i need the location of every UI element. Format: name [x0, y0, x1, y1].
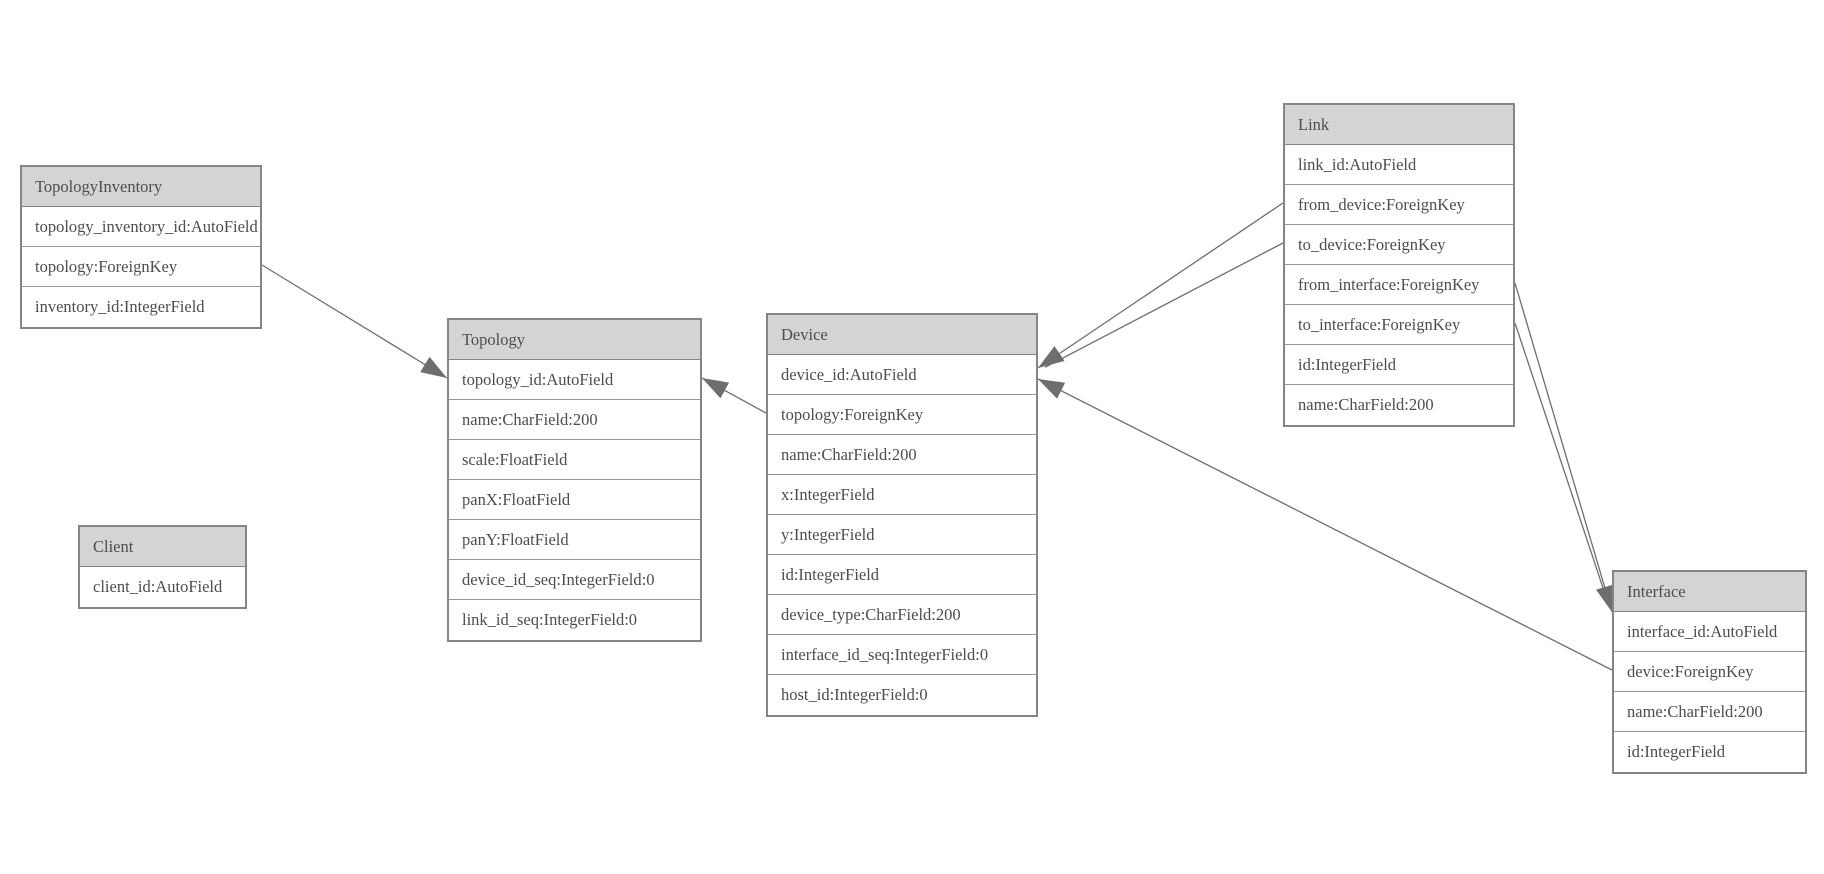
entity-field-row: client_id:AutoField: [80, 567, 245, 607]
relationship-line-link_to_device: [1044, 242, 1284, 368]
entity-field-row: name:CharField:200: [1614, 692, 1805, 732]
entity-header: Device: [768, 315, 1036, 355]
entity-field-row: name:CharField:200: [449, 400, 700, 440]
entity-field-row: device_id_seq:IntegerField:0: [449, 560, 700, 600]
entity-field-row: device_type:CharField:200: [768, 595, 1036, 635]
entity-header: Client: [80, 527, 245, 567]
relationship-line-link_from_device: [1037, 202, 1284, 369]
entity-field-row: from_interface:ForeignKey: [1285, 265, 1513, 305]
entity-field-row: panX:FloatField: [449, 480, 700, 520]
entity-field-row: name:CharField:200: [1285, 385, 1513, 425]
entity-header: TopologyInventory: [22, 167, 260, 207]
entity-field-row: topology:ForeignKey: [768, 395, 1036, 435]
entity-field-row: to_interface:ForeignKey: [1285, 305, 1513, 345]
entity-field-row: host_id:IntegerField:0: [768, 675, 1036, 715]
entity-field-row: scale:FloatField: [449, 440, 700, 480]
entity-field-row: interface_id_seq:IntegerField:0: [768, 635, 1036, 675]
entity-field-row: interface_id:AutoField: [1614, 612, 1805, 652]
entity-field-row: link_id_seq:IntegerField:0: [449, 600, 700, 640]
entity-field-row: id:IntegerField: [768, 555, 1036, 595]
relationship-line-link_to_interface: [1514, 322, 1611, 608]
relationship-line-device_topology: [701, 377, 767, 414]
entity-field-row: panY:FloatField: [449, 520, 700, 560]
entity-field-row: topology:ForeignKey: [22, 247, 260, 287]
entity-field-row: device_id:AutoField: [768, 355, 1036, 395]
entity-field-row: topology_inventory_id:AutoField: [22, 207, 260, 247]
entity-field-row: name:CharField:200: [768, 435, 1036, 475]
entity-field-row: topology_id:AutoField: [449, 360, 700, 400]
relationship-line-topologyinventory_topology: [261, 264, 448, 379]
entity-field-row: y:IntegerField: [768, 515, 1036, 555]
entity-field-row: id:IntegerField: [1285, 345, 1513, 385]
entity-field-row: to_device:ForeignKey: [1285, 225, 1513, 265]
entity-header: Topology: [449, 320, 700, 360]
entity-header: Link: [1285, 105, 1513, 145]
relationship-line-link_from_interface: [1514, 282, 1614, 613]
entity-header: Interface: [1614, 572, 1805, 612]
entity-field-row: x:IntegerField: [768, 475, 1036, 515]
entity-field-row: from_device:ForeignKey: [1285, 185, 1513, 225]
entity-field-row: device:ForeignKey: [1614, 652, 1805, 692]
entity-field-row: id:IntegerField: [1614, 732, 1805, 772]
entity-field-row: inventory_id:IntegerField: [22, 287, 260, 327]
entity-field-row: link_id:AutoField: [1285, 145, 1513, 185]
